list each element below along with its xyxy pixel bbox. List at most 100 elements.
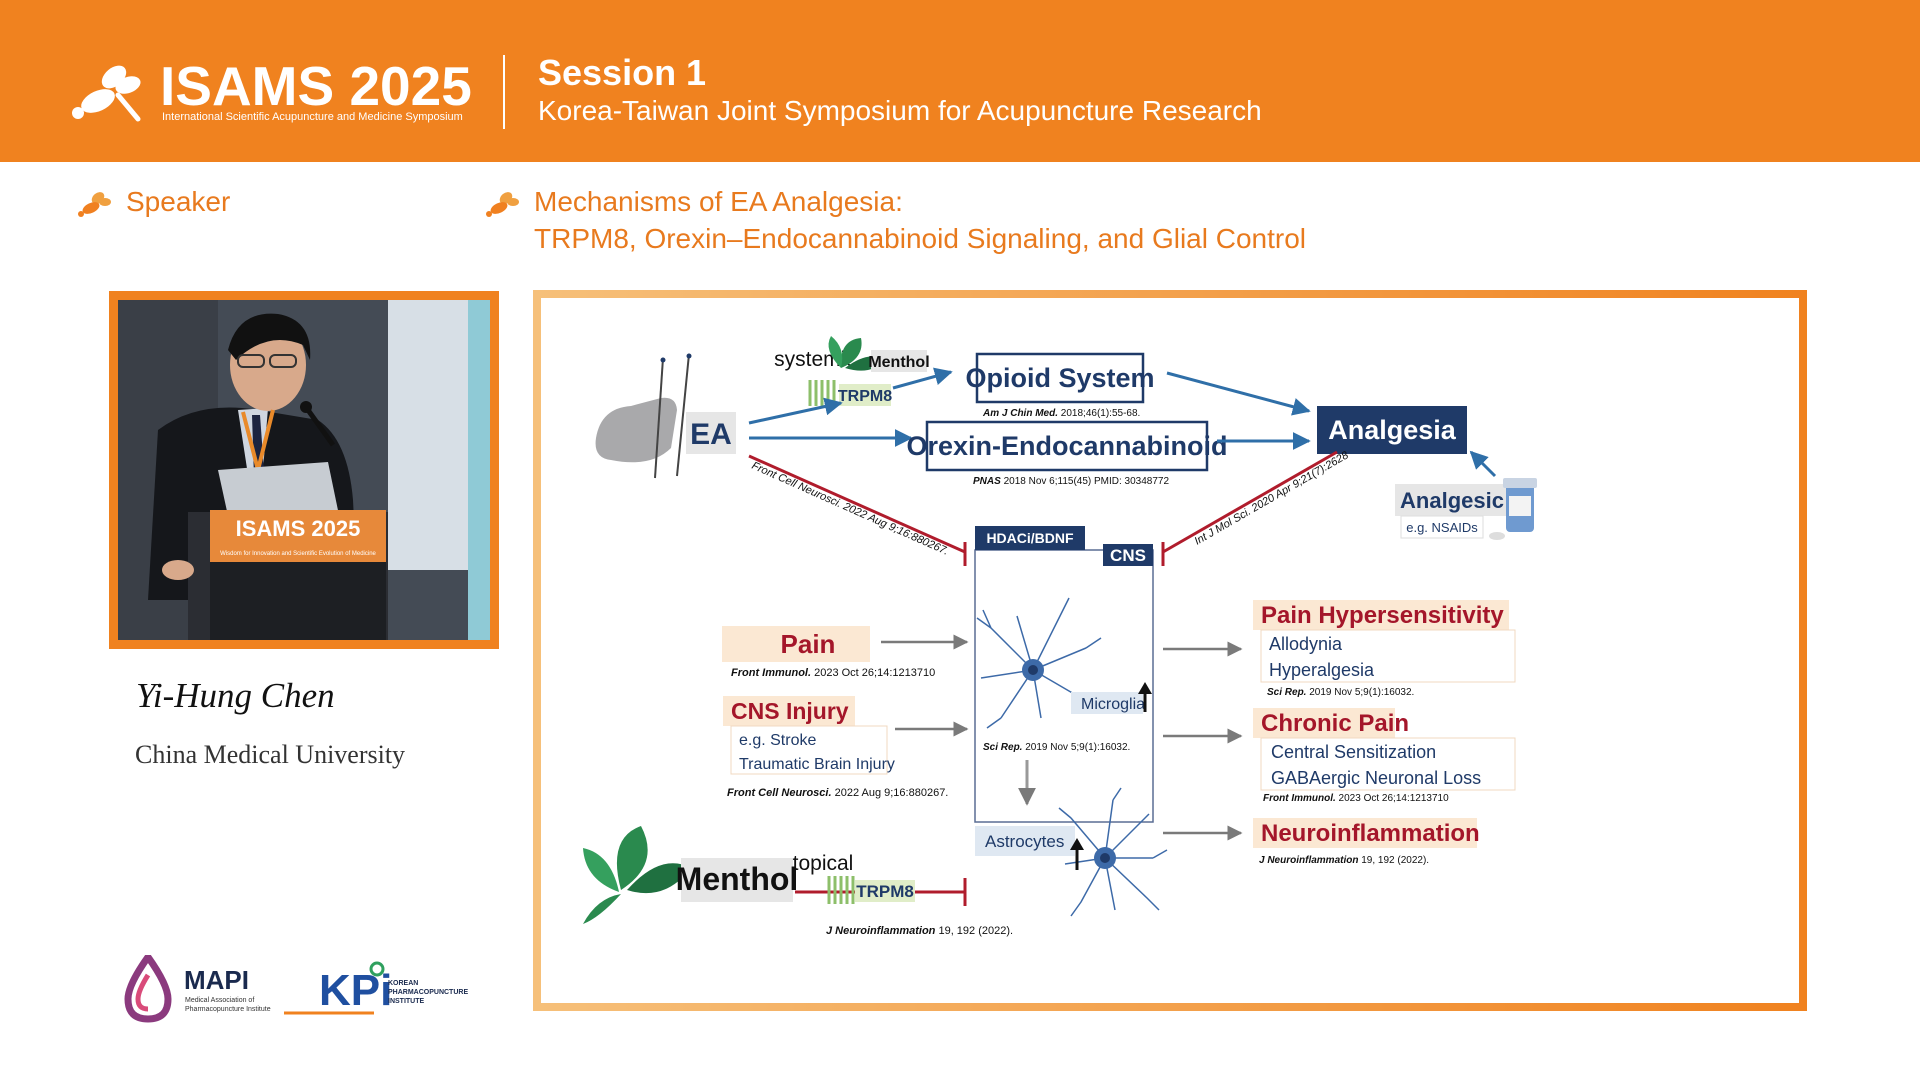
pill-bottle-icon <box>1489 478 1537 540</box>
analgesic-label: Analgesic <box>1400 488 1504 513</box>
kpi-sub2: PHARMACOPUNCTURE <box>388 989 468 996</box>
trpm8-bottom-label: TRPM8 <box>856 882 914 901</box>
cns-injury-ref-detail: 2022 Aug 9;16:880267. <box>832 787 949 799</box>
chronic-pain-box <box>1253 708 1395 738</box>
opioid-ref-detail: 2018;46(1):55-68. <box>1058 408 1140 419</box>
pain-ref-detail: 2023 Oct 26;14:1213710 <box>811 667 935 679</box>
cns-injury-eg2: Traumatic Brain Injury <box>739 756 895 773</box>
speaker-scene: ISAMS 2025 Wisdom for Innovation and Sci… <box>118 300 490 640</box>
menthol-ref-detail: 19, 192 (2022). <box>935 925 1013 937</box>
svg-text:PNAS 2018 Nov 6;115(45) PMID:: PNAS 2018 Nov 6;115(45) PMID: 30348772 <box>973 476 1169 487</box>
svg-text:Front Cell Neurosci. 2022 Aug: Front Cell Neurosci. 2022 Aug 9;16:88026… <box>727 787 948 799</box>
microglia-label: Microglia <box>1081 696 1145 713</box>
astrocytes-label: Astrocytes <box>985 832 1064 851</box>
isams-logo: ISAMS 2025 International Scientific Acup… <box>68 55 478 127</box>
microglia-box <box>1071 692 1143 714</box>
microglia-ref-detail: 2019 Nov 5;9(1):16032. <box>1022 742 1130 753</box>
menthol-small-box <box>871 350 927 372</box>
svg-text:Front Immunol. 2023 Oct 26;14:: Front Immunol. 2023 Oct 26;14:1213710 <box>1263 793 1449 804</box>
podium-subtitle: Wisdom for Innovation and Scientific Evo… <box>220 551 376 557</box>
cns-injury-eg1: e.g. Stroke <box>739 732 816 749</box>
inhibit-ea-cns <box>748 454 966 554</box>
mapi-label: MAPI <box>184 965 249 995</box>
chronic-ref-journal: Front Immunol. <box>1263 793 1336 804</box>
arrow-ea-trpm8 <box>748 397 843 425</box>
diag-ref-left: Front Cell Neurosci. 2022 Aug 9;16:88026… <box>750 460 951 558</box>
svg-text:Sci Rep. 2019 Nov 5;9(1):16032: Sci Rep. 2019 Nov 5;9(1):16032. <box>983 742 1130 753</box>
header-divider <box>503 55 505 129</box>
neuro-ref-journal: J Neuroinflammation <box>1259 855 1358 866</box>
pain-hyper-label: Pain Hypersensitivity <box>1261 602 1504 629</box>
analgesia-box <box>1317 406 1467 454</box>
analgesic-eg: e.g. NSAIDs <box>1406 520 1478 535</box>
neuron-icon <box>976 597 1102 729</box>
gaba-loss-label: GABAergic Neuronal Loss <box>1271 768 1481 788</box>
orexin-ref-journal: PNAS <box>973 476 1001 487</box>
astrocytes-box <box>975 826 1075 856</box>
chronic-detail-box <box>1260 737 1516 791</box>
analgesic-box <box>1395 484 1509 516</box>
topical-label: topical <box>793 852 854 875</box>
mapi-logo-icon <box>124 950 172 1023</box>
bee-bullet-icon <box>78 192 111 217</box>
ea-box <box>686 412 736 454</box>
hdac-label: HDACi/BDNF <box>986 530 1074 546</box>
pain-hyper-ref-journal: Sci Rep. <box>1267 687 1306 698</box>
header-bar: ISAMS 2025 International Scientific Acup… <box>0 0 1920 162</box>
neuro-box <box>1253 818 1477 848</box>
opioid-box <box>975 352 1145 404</box>
analgesic-eg-box <box>1400 515 1484 539</box>
menthol-small-label: Menthol <box>868 354 929 371</box>
podium-logo: ISAMS 2025 <box>236 516 361 541</box>
hdac-box <box>975 526 1085 550</box>
astrocytes-up-arrow-head <box>1070 838 1084 850</box>
arrow-analgesic-analgesia <box>1469 450 1497 478</box>
svg-text:J Neuroinflammation 19, 192 (2: J Neuroinflammation 19, 192 (2022). <box>1259 855 1429 866</box>
hyperalgesia-label: Hyperalgesia <box>1269 660 1375 680</box>
neuro-label: Neuroinflammation <box>1261 820 1480 847</box>
receptor-icon <box>827 876 855 904</box>
trpm8-top-label: TRPM8 <box>838 388 892 405</box>
mechanism-diagram-svg: EA systemic Menthol TRPM8 Opioid System <box>583 336 1537 937</box>
neuro-ref-detail: 19, 192 (2022). <box>1358 855 1429 866</box>
menthol-big-box <box>681 858 793 902</box>
talk-title-line1: Mechanisms of EA Analgesia: <box>534 186 903 217</box>
orexin-ref-detail: 2018 Nov 6;115(45) PMID: 30348772 <box>1001 476 1170 487</box>
diagram-frame: EA systemic Menthol TRPM8 Opioid System <box>533 290 1807 1011</box>
svg-text:J Neuroinflammation 19, 192 (2: J Neuroinflammation 19, 192 (2022). <box>826 925 1013 937</box>
sponsor-logos-svg: MAPI Medical Association of Pharmacopunc… <box>124 950 468 1023</box>
session-subtitle: Korea-Taiwan Joint Symposium for Acupunc… <box>538 95 1262 126</box>
speaker-label: Speaker <box>126 186 231 217</box>
kpi-sub3: INSTITUTE <box>388 998 424 1005</box>
pain-label: Pain <box>781 629 836 659</box>
bee-logo-icon <box>72 65 141 122</box>
cns-label: CNS <box>1110 546 1146 565</box>
microglia-up-arrow-head <box>1138 682 1152 694</box>
opioid-ref-journal: Am J Chin Med. <box>982 408 1058 419</box>
trpm8-top-box <box>839 384 891 406</box>
cns-box <box>974 549 1154 823</box>
arrow-trpm8-opioid <box>892 367 953 390</box>
arrow-opioid-analgesia <box>1166 371 1311 416</box>
speaker-name: Yi-Hung Chen <box>136 676 335 715</box>
inhibit-analgesia-cns <box>1162 450 1338 554</box>
cns-badge <box>1103 544 1153 566</box>
mapi-sub2: Pharmacopuncture Institute <box>185 1006 271 1013</box>
session-title: Session 1 <box>538 52 707 93</box>
cns-injury-ref-journal: Front Cell Neurosci. <box>727 787 832 799</box>
opioid-label: Opioid System <box>965 363 1154 393</box>
kpi-dot-icon <box>369 961 385 977</box>
mapi-sub1: Medical Association of <box>185 997 254 1004</box>
speaker-video-frame: ISAMS 2025 Wisdom for Innovation and Sci… <box>109 291 499 649</box>
mechanism-diagram: EA systemic Menthol TRPM8 Opioid System <box>541 298 1799 1003</box>
bee-bullet-icon <box>486 192 519 217</box>
sponsor-logos: MAPI Medical Association of Pharmacopunc… <box>124 950 494 1025</box>
orexin-label: Orexin-Endocannabinoid <box>906 431 1227 461</box>
analgesia-label: Analgesia <box>1328 415 1457 445</box>
cns-injury-eg-box <box>730 725 888 775</box>
chronic-pain-label: Chronic Pain <box>1261 710 1409 737</box>
cns-injury-box <box>723 696 855 726</box>
hand-needle-icon <box>595 353 692 479</box>
pain-hyper-detail-box <box>1260 629 1516 683</box>
speaker-affiliation: China Medical University <box>135 740 406 769</box>
